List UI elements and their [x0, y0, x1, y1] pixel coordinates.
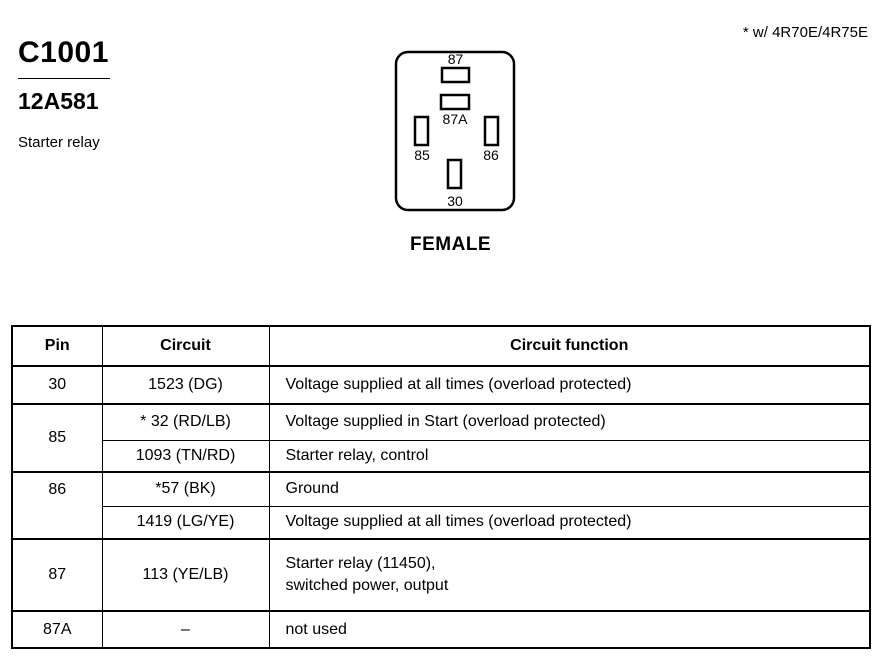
- circuit-cell: *57 (BK): [101, 471, 270, 507]
- terminal-label-85: 85: [414, 147, 430, 163]
- pinout-table: Pin Circuit Circuit function 30 1523 (DG…: [11, 325, 871, 649]
- terminal-label-87a: 87A: [443, 111, 469, 127]
- header-circuit-function: Circuit function: [268, 325, 871, 367]
- table-row: 86 *57 (BK) Ground: [11, 471, 871, 540]
- connector-view-label: FEMALE: [410, 234, 492, 255]
- function-cell: not used: [268, 610, 871, 649]
- function-cell: Voltage supplied at all times (overload …: [268, 365, 871, 405]
- connector-id-underline: [18, 78, 110, 79]
- circuit-cell: 1419 (LG/YE): [101, 505, 270, 540]
- circuit-cell: * 32 (RD/LB): [101, 403, 270, 441]
- terminal-label-87: 87: [448, 51, 464, 67]
- function-line-1: Starter relay (11450),: [285, 555, 436, 572]
- terminal-87a: [439, 93, 471, 111]
- pin-cell: 85: [11, 403, 103, 473]
- terminal-85: [413, 115, 430, 147]
- table-row: 30 1523 (DG) Voltage supplied at all tim…: [11, 365, 871, 405]
- terminal-86: [483, 115, 500, 147]
- table-header-row: Pin Circuit Circuit function: [11, 325, 871, 367]
- connector-face-diagram: 87 87A 85 86 30: [394, 50, 516, 212]
- circuit-cell: 1523 (DG): [101, 365, 270, 405]
- table-row: 87 113 (YE/LB) Starter relay (11450), sw…: [11, 538, 871, 612]
- function-cell: Voltage supplied at all times (overload …: [268, 505, 871, 540]
- table-row: 85 * 32 (RD/LB) Voltage supplied in Star…: [11, 403, 871, 473]
- function-line-2: switched power, output: [285, 577, 449, 594]
- pin-cell: 86: [11, 471, 103, 540]
- circuit-cell: 113 (YE/LB): [101, 538, 270, 612]
- connector-id: C1001: [18, 36, 109, 69]
- part-number: 12A581: [18, 88, 99, 114]
- connector-description: Starter relay: [18, 134, 100, 151]
- function-cell: Starter relay, control: [268, 439, 871, 473]
- table-row: 87A – not used: [11, 610, 871, 649]
- circuit-cell: 1093 (TN/RD): [101, 439, 270, 473]
- circuit-cell: –: [101, 610, 270, 649]
- terminal-label-30: 30: [447, 193, 463, 209]
- pin-cell: 87: [11, 538, 103, 612]
- terminal-30: [446, 158, 463, 190]
- table-row: 1419 (LG/YE) Voltage supplied at all tim…: [12, 505, 871, 540]
- header-circuit: Circuit: [101, 325, 270, 367]
- function-cell: Ground: [268, 471, 871, 507]
- function-cell: Starter relay (11450), switched power, o…: [268, 538, 871, 612]
- terminal-87: [440, 66, 471, 84]
- pin-cell: 87A: [11, 610, 103, 649]
- function-cell: Voltage supplied in Start (overload prot…: [268, 403, 871, 441]
- connector-housing: [394, 50, 516, 212]
- header-pin: Pin: [11, 325, 103, 367]
- table-row: 1093 (TN/RD) Starter relay, control: [12, 439, 871, 473]
- footnote: * w/ 4R70E/4R75E: [742, 24, 868, 41]
- pin-cell: 30: [11, 365, 103, 405]
- terminal-label-86: 86: [483, 147, 499, 163]
